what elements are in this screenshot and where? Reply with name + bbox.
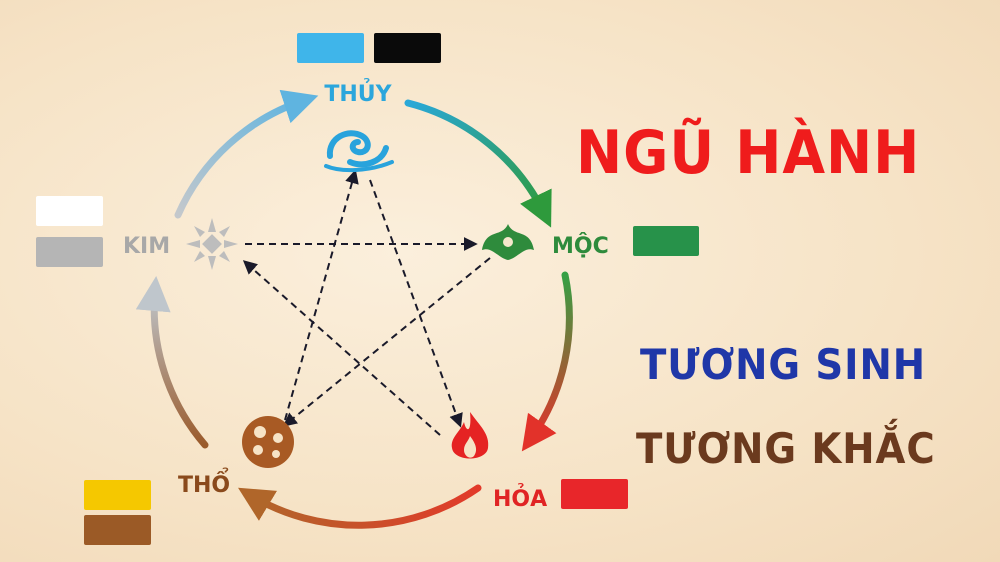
swatch-kim-grey: [36, 237, 103, 267]
label-tho: THỔ: [178, 468, 230, 498]
water-wave-icon: [324, 130, 394, 173]
arrow-thuy-to-moc: [404, 99, 552, 228]
earth-clay-icon: [242, 416, 294, 468]
swatch-hoa-red: [561, 479, 628, 509]
swatch-kim-white: [36, 196, 103, 226]
title-tuong-khac: TƯƠNG KHẮC: [636, 424, 936, 473]
title-ngu-hanh: NGŨ HÀNH: [576, 118, 921, 188]
arrow-hoa-to-kim: [242, 260, 441, 436]
label-moc: MỘC: [552, 232, 609, 259]
swatch-thuy-blue: [297, 33, 364, 63]
arrow-moc-to-tho: [282, 257, 491, 427]
arrow-thuy-to-hoa: [369, 179, 463, 428]
arrow-hoa-to-tho: [238, 484, 482, 529]
arrow-tho-to-thuy: [284, 169, 359, 421]
swatch-tho-brown: [84, 515, 151, 545]
label-thuy: THỦY: [324, 79, 392, 107]
flame-icon: [451, 412, 489, 459]
swatch-moc-green: [633, 226, 699, 256]
arrow-moc-to-hoa: [521, 271, 573, 452]
swatch-tho-yellow: [84, 480, 151, 510]
title-tuong-sinh: TƯƠNG SINH: [640, 340, 926, 389]
tree-leaf-icon: [482, 224, 534, 260]
label-kim: KIM: [123, 234, 170, 259]
metal-star-icon: [186, 218, 238, 270]
swatch-thuy-black: [374, 33, 441, 63]
arrow-kim-to-thuy: [174, 89, 319, 219]
arrow-tho-to-kim: [135, 276, 209, 449]
label-hoa: HỎA: [493, 484, 547, 512]
